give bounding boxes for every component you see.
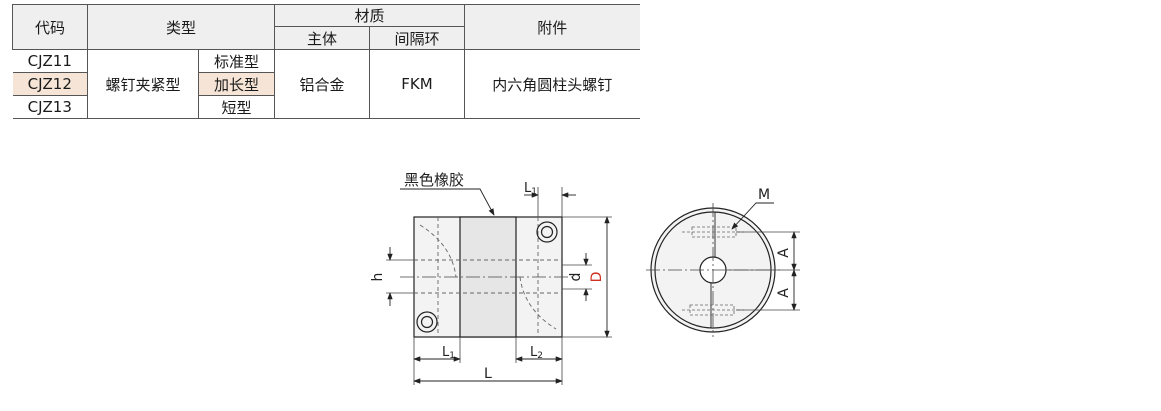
type-value: 螺钉夹紧型 [87, 49, 199, 119]
header-material: 材质 [274, 4, 465, 27]
dim-h: h [370, 273, 386, 282]
header-type: 类型 [87, 4, 275, 50]
dim-L: L [484, 366, 492, 382]
header-code: 代码 [12, 4, 88, 50]
header-accessory: 附件 [464, 4, 640, 50]
row-code-cjz12[interactable]: CJZ12 [12, 72, 88, 96]
accessory-value: 内六角圆柱头螺钉 [464, 49, 640, 119]
dim-L2: L2 [530, 345, 543, 361]
row-variant-long[interactable]: 加长型 [198, 72, 275, 96]
rubber-label: 黑色橡胶 [404, 171, 464, 189]
row-code-cjz11[interactable]: CJZ11 [12, 49, 88, 73]
header-body: 主体 [274, 26, 370, 50]
clamp-screw-top [536, 221, 558, 243]
coupling-drawing: 黑色橡胶 L1 L1 L2 L h d D M A A [370, 171, 800, 385]
spec-table: 代码 类型 材质 附件 主体 间隔环 CJZ11 螺钉夹紧型 标准型 铝合金 F… [12, 4, 640, 119]
side-view [400, 216, 576, 338]
row-code-cjz13[interactable]: CJZ13 [12, 95, 88, 119]
dim-L1-bottom: L1 [442, 345, 455, 361]
dim-D: D [589, 272, 605, 283]
dim-M: M [758, 187, 770, 203]
end-view [646, 203, 780, 337]
clamp-screw-bottom [416, 311, 438, 333]
row-variant-short[interactable]: 短型 [198, 95, 275, 119]
dim-d: d [568, 273, 584, 282]
row-variant-standard[interactable]: 标准型 [198, 49, 275, 73]
spacer-material-value: FKM [369, 49, 465, 119]
dim-A-bottom: A [776, 288, 792, 298]
dim-A-top: A [776, 248, 792, 258]
body-material-value: 铝合金 [274, 49, 370, 119]
header-spacer: 间隔环 [369, 26, 465, 50]
dim-L1-top: L1 [524, 181, 537, 197]
